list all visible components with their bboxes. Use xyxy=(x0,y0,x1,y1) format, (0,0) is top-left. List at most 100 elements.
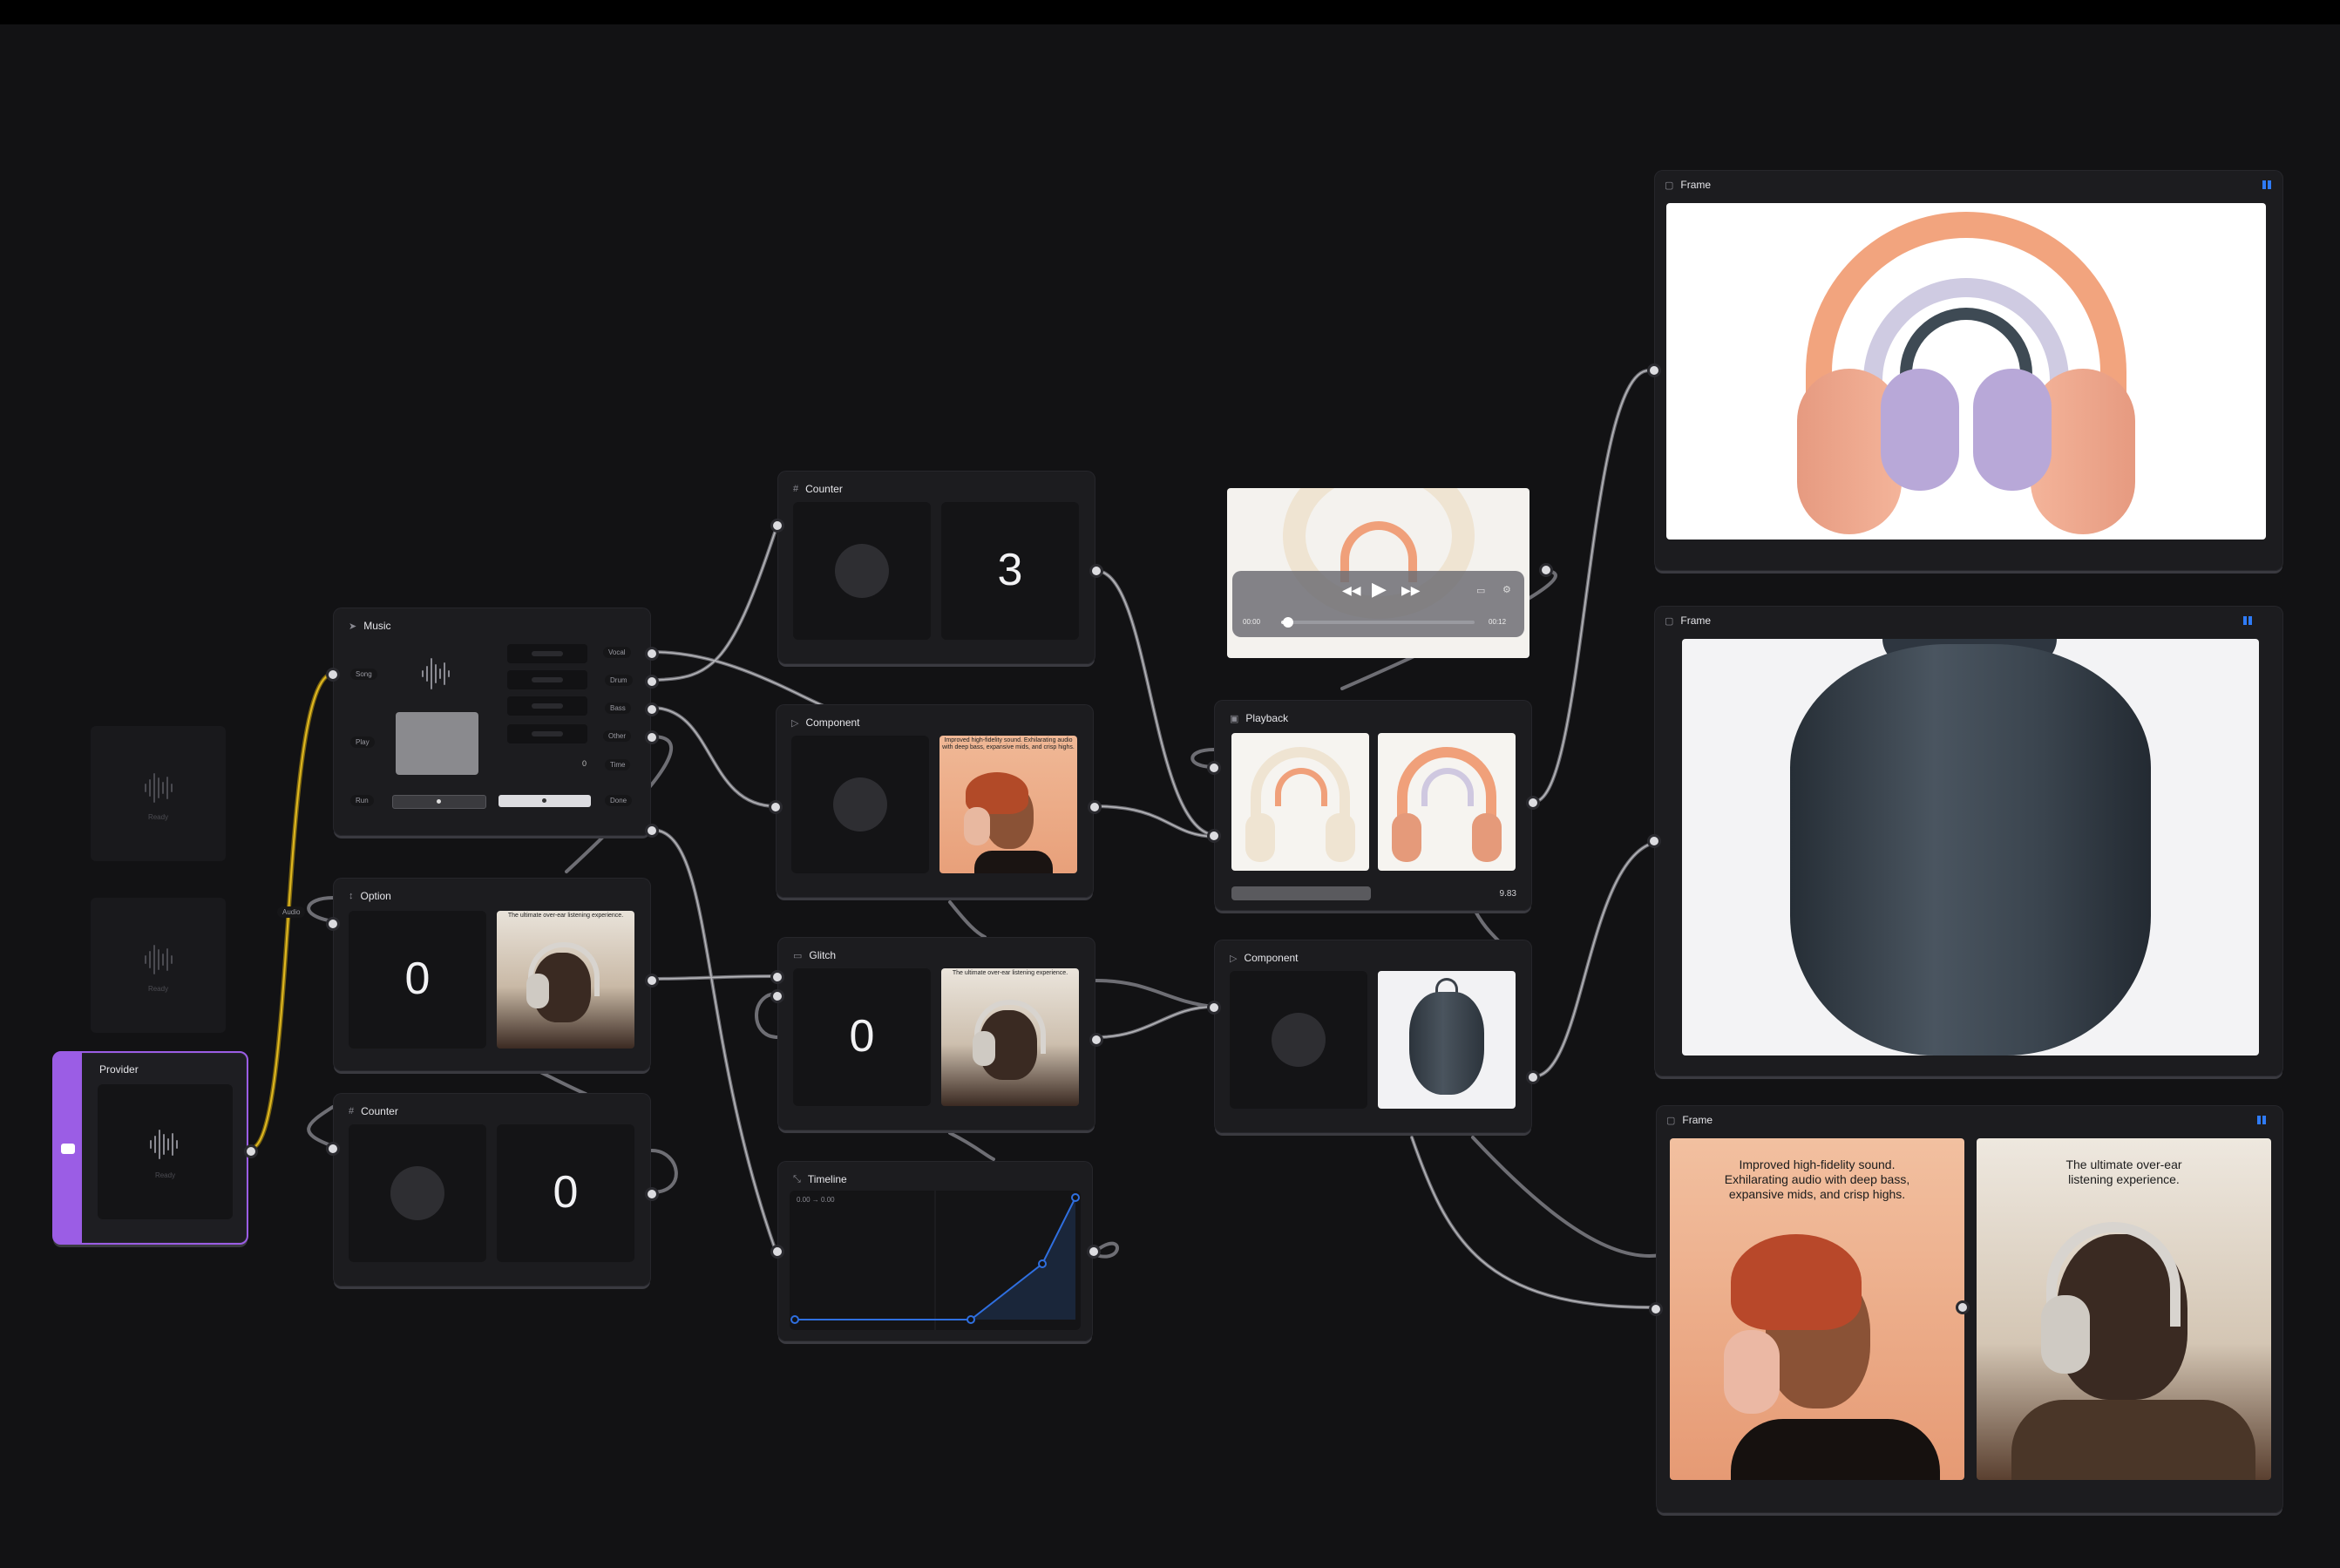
timeline-output-port[interactable] xyxy=(1087,1245,1101,1259)
image-caption: The ultimate over-ear listening experien… xyxy=(2065,1157,2182,1186)
run-button-light[interactable] xyxy=(499,795,591,807)
glitch-input-port-2[interactable] xyxy=(770,989,784,1003)
vocal-slot[interactable] xyxy=(507,644,587,663)
glitch-input-port[interactable] xyxy=(770,970,784,984)
scrubber-track[interactable] xyxy=(1281,617,1475,628)
provider-node[interactable]: Provider Ready xyxy=(52,1051,258,1245)
song-port-label: Song xyxy=(350,669,377,680)
counter-indicator xyxy=(835,544,889,598)
counter-output-port[interactable] xyxy=(645,1187,659,1201)
node-title: #Counter xyxy=(793,483,843,495)
man-headphones-hero-image: The ultimate over-ear listening experien… xyxy=(1977,1138,2271,1480)
frame-middle-port[interactable] xyxy=(1956,1300,1970,1314)
forward-icon[interactable]: ▶▶ xyxy=(1401,583,1421,597)
earcup-purple-right xyxy=(1973,369,2052,491)
node-title: ▢Frame xyxy=(1665,614,1712,627)
node-title: Provider xyxy=(99,1063,139,1076)
bass-slot[interactable] xyxy=(507,696,587,716)
player-output-port[interactable] xyxy=(1539,563,1553,577)
man-headphones-image: The ultimate over-ear listening experien… xyxy=(497,911,634,1049)
counter-output-port[interactable] xyxy=(1089,564,1103,578)
component-output-port[interactable] xyxy=(1088,800,1102,814)
glitch-node[interactable]: ▭Glitch 0 The ultimate over-ear listenin… xyxy=(770,937,1103,1130)
component-indicator xyxy=(1272,1013,1326,1067)
counter-indicator xyxy=(390,1166,444,1220)
frame-node[interactable]: ▢Frame xyxy=(1647,606,2283,1076)
time-port-label: Time xyxy=(605,759,631,770)
node-title: ▷Component xyxy=(791,716,860,729)
component-input-port[interactable] xyxy=(769,800,783,814)
option-input-port[interactable] xyxy=(326,917,340,931)
player-controls[interactable]: ◀◀ ▶ ▶▶ ▭ ⚙ 00:00 00:12 xyxy=(1232,571,1524,637)
image-caption: Improved high-fidelity sound. Exhilarati… xyxy=(942,737,1075,750)
component-input-port[interactable] xyxy=(1207,1001,1221,1015)
counter-node[interactable]: #Counter 3 xyxy=(770,471,1103,664)
airplay-icon[interactable]: ▭ xyxy=(1476,586,1486,596)
earcup-left xyxy=(1392,813,1421,862)
drum-output-port[interactable] xyxy=(645,675,659,689)
other-slot[interactable] xyxy=(507,724,587,743)
vocal-port-label: Vocal xyxy=(603,647,631,658)
case-strap xyxy=(1435,978,1458,995)
playback-progress-bar[interactable] xyxy=(1231,886,1371,900)
settings-icon[interactable]: ⚙ xyxy=(1502,585,1511,595)
frame-node[interactable]: ▢Frame xyxy=(1647,170,2283,571)
component-output-port[interactable] xyxy=(1526,1070,1540,1084)
component-node[interactable]: ▷Component Improved high-fidelity sound.… xyxy=(769,704,1102,898)
rewind-icon[interactable]: ◀◀ xyxy=(1342,583,1361,597)
bass-output-port[interactable] xyxy=(645,703,659,716)
option-value-panel: 0 xyxy=(349,911,486,1049)
option-node[interactable]: ↕Option 0 The ultimate over-ear listenin… xyxy=(326,878,659,1071)
glitch-output-port[interactable] xyxy=(1089,1033,1103,1047)
counter-node[interactable]: #Counter 0 xyxy=(326,1093,659,1286)
run-button-dark[interactable] xyxy=(392,795,486,809)
playback-node[interactable]: ▣Playback 9.83 xyxy=(1207,700,1540,911)
counter-value-panel: 3 xyxy=(941,502,1079,640)
counter-indicator-panel xyxy=(793,502,931,640)
headphones xyxy=(528,942,600,996)
counter-input-port[interactable] xyxy=(770,519,784,533)
music-node[interactable]: ➤Music Song Play Run 0 Vocal Drum Bass O… xyxy=(326,608,659,838)
glitch-value: 0 xyxy=(849,1011,875,1062)
glitch-value-panel: 0 xyxy=(793,968,931,1106)
component-node[interactable]: ▷Component xyxy=(1207,940,1540,1133)
playback-output-port[interactable] xyxy=(1526,796,1540,810)
provider-output-port[interactable] xyxy=(244,1144,258,1158)
scrubber-fill xyxy=(1281,621,1285,624)
frame-input-port[interactable] xyxy=(1647,363,1661,377)
grid-icon[interactable] xyxy=(2257,1116,2266,1124)
scrubber-knob[interactable] xyxy=(1283,617,1294,628)
component-indicator-panel xyxy=(791,736,929,873)
song-input-port[interactable] xyxy=(326,668,340,682)
play-pad[interactable] xyxy=(396,712,478,775)
vocal-output-port[interactable] xyxy=(645,647,659,661)
earcup xyxy=(1724,1330,1780,1414)
frame-input-port[interactable] xyxy=(1647,834,1661,848)
counter-indicator-panel xyxy=(349,1124,486,1262)
video-player[interactable]: ◀◀ ▶ ▶▶ ▭ ⚙ 00:00 00:12 xyxy=(1227,488,1529,658)
playback-input-port[interactable] xyxy=(1207,761,1221,775)
other-output-port[interactable] xyxy=(645,730,659,744)
frame-node[interactable]: ▢Frame Improved high-fidelity sound. Exh… xyxy=(1649,1105,2283,1513)
hash-icon: # xyxy=(793,484,799,494)
placeholder-node: Ready xyxy=(91,898,226,1033)
time-end: 00:12 xyxy=(1489,618,1507,626)
drum-port-label: Drum xyxy=(605,675,633,686)
grid-icon[interactable] xyxy=(2262,180,2271,189)
timeline-node[interactable]: ⤡Timeline 0.00 → 0.00 xyxy=(770,1161,1101,1341)
play-icon[interactable]: ▶ xyxy=(1372,578,1387,600)
timeline-input-port[interactable] xyxy=(770,1245,784,1259)
node-title: ⤡Timeline xyxy=(793,1173,847,1185)
timeline-graph[interactable]: 0.00 → 0.00 xyxy=(790,1191,1081,1330)
waveform-icon xyxy=(150,1130,178,1159)
playback-input-port-2[interactable] xyxy=(1207,829,1221,843)
option-output-port[interactable] xyxy=(645,974,659,988)
node-title: ↕Option xyxy=(349,890,391,902)
drum-slot[interactable] xyxy=(507,670,587,689)
frame-input-port[interactable] xyxy=(1649,1302,1663,1316)
grid-icon[interactable] xyxy=(2243,616,2252,625)
node-title: ▭Glitch xyxy=(793,949,837,961)
counter-input-port[interactable] xyxy=(326,1142,340,1156)
done-output-port[interactable] xyxy=(645,824,659,838)
headphones-starlight-image xyxy=(1231,733,1369,871)
